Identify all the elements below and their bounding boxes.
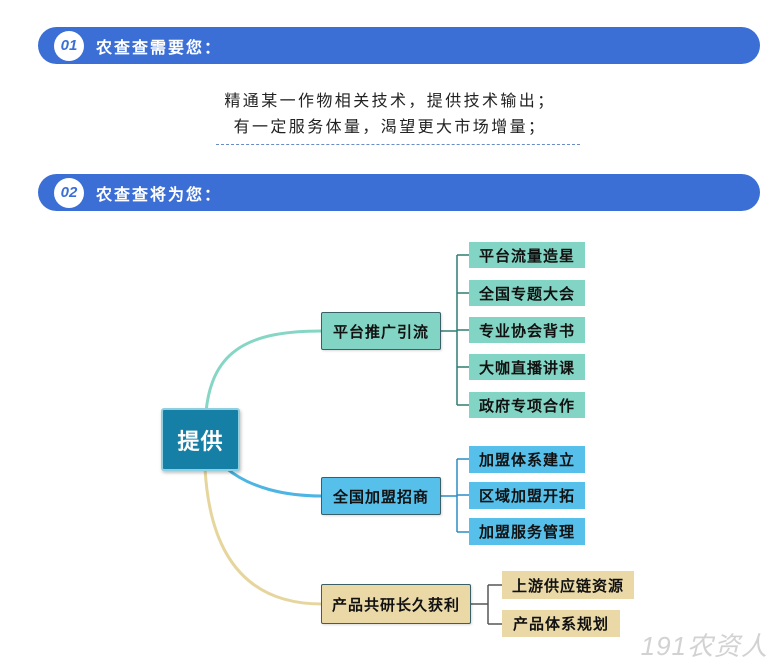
branch1-item: 全国专题大会 xyxy=(469,280,585,306)
mindmap-root: 提供 xyxy=(161,408,240,471)
section-title: 农查查将为您： xyxy=(96,186,223,204)
branch-franchise-recruitment: 全国加盟招商 xyxy=(321,477,441,515)
branch2-item: 区域加盟开拓 xyxy=(469,482,585,509)
connector-branch3-children xyxy=(471,584,502,625)
section-banner-offers: 02 农查查将为您： xyxy=(38,174,760,211)
connector-branch2-children xyxy=(441,458,469,533)
branch1-item: 平台流量造星 xyxy=(469,242,585,268)
branch1-item: 专业协会背书 xyxy=(469,317,585,343)
branch-platform-promotion: 平台推广引流 xyxy=(321,312,441,350)
branch1-item: 政府专项合作 xyxy=(469,392,585,418)
branch1-item: 大咖直播讲课 xyxy=(469,354,585,380)
needs-line: 有一定服务体量，渴望更大市场增量； xyxy=(233,119,547,136)
connector-branch1-children xyxy=(441,254,469,406)
section-title: 农查查需要您： xyxy=(96,39,223,57)
watermark-logo: 191农资人 xyxy=(640,631,768,661)
needs-line: 精通某一作物相关技术，提供技术输出； xyxy=(224,93,556,110)
section-number-badge: 01 xyxy=(54,30,84,61)
connector-root-branch3 xyxy=(203,467,323,606)
branch2-item: 加盟服务管理 xyxy=(469,518,585,545)
needs-text: 精通某一作物相关技术，提供技术输出； 有一定服务体量，渴望更大市场增量； xyxy=(0,89,780,141)
branch2-item: 加盟体系建立 xyxy=(469,446,585,473)
section-banner-needs: 01 农查查需要您： xyxy=(38,27,760,64)
connector-root-branch1 xyxy=(204,329,323,413)
dotted-divider xyxy=(216,144,580,145)
section-number-badge: 02 xyxy=(54,177,84,208)
branch3-item: 产品体系规划 xyxy=(502,610,620,637)
branch-product-co-development: 产品共研长久获利 xyxy=(321,584,471,624)
branch3-item: 上游供应链资源 xyxy=(502,571,634,599)
connector-root-branch2 xyxy=(225,466,323,498)
